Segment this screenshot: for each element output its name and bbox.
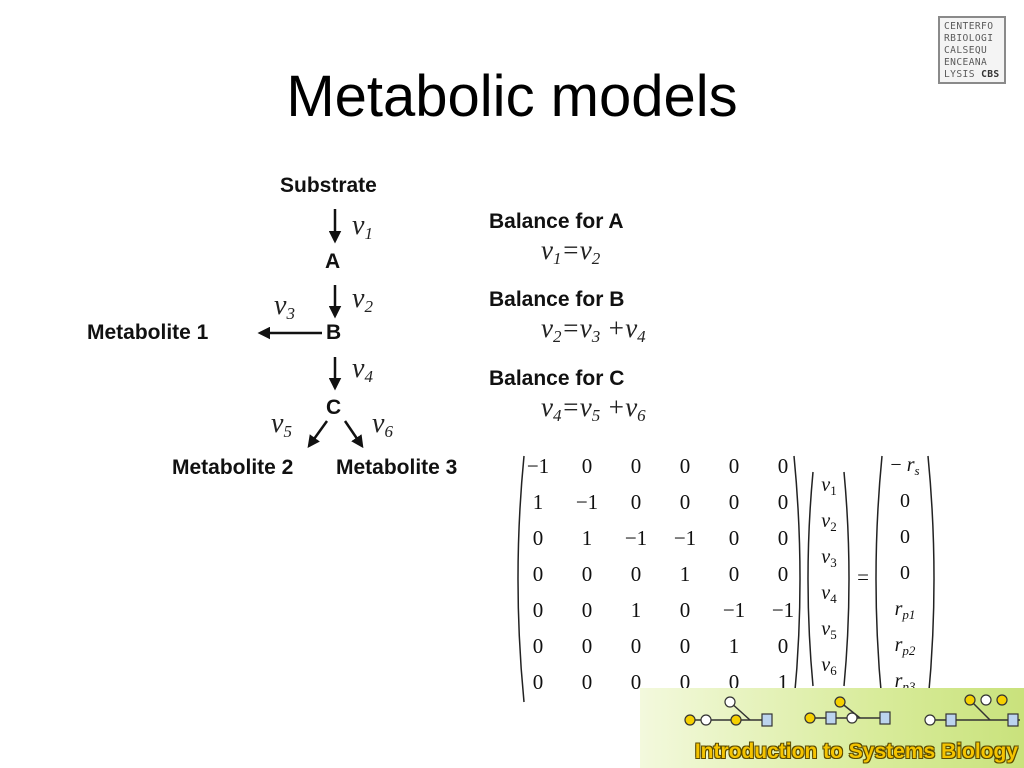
matrix-paren-left	[517, 455, 525, 703]
rate-v2: v2	[352, 283, 373, 316]
matrix-cell: 0	[532, 598, 544, 622]
course-title: Introduction to Systems Biology	[694, 740, 1018, 763]
matrix-cell: 0	[777, 562, 789, 586]
rhs-vector-cell: − rs	[890, 454, 920, 478]
matrix-cell: 1	[630, 598, 642, 622]
rate-v4: v4	[352, 353, 373, 386]
cbs-logo: CENTERFO RBIOLOGI CALSEQU ENCEANA LYSIS …	[938, 16, 1006, 84]
flux-vector-cell: v4	[821, 582, 837, 606]
rhs-vector-cell: 0	[900, 490, 910, 512]
logo-line-4: ENCEANA	[944, 57, 988, 68]
balance-b-heading: Balance for B	[489, 288, 625, 311]
matrix-cell: 0	[679, 670, 691, 694]
stoichiometric-equation: −1 0 0 0 0 0 1 −1 0 0 0 0 0 1 −1 −1 0 0 0 0 0 1 0 0 0 0 1 0 −1 −1 0 0 0 0…	[510, 452, 940, 706]
flux-vector-cell: v2	[821, 510, 837, 534]
matrix-cell: 0	[630, 634, 642, 658]
balance-a-heading: Balance for A	[489, 210, 624, 233]
balance-a-equation: v1=v2	[541, 235, 601, 268]
logo-line-3: CALSEQU	[944, 45, 988, 56]
node-b: B	[326, 321, 342, 344]
flux-vector-cell: v3	[821, 546, 837, 570]
matrix-brackets	[517, 455, 935, 703]
rate-v1: v1	[352, 210, 373, 243]
matrix-cell: 1	[581, 526, 593, 550]
rate-v5: v5	[271, 408, 292, 441]
balance-c-equation: v4=v5 +v6	[541, 392, 646, 425]
matrix-cell: 0	[581, 562, 593, 586]
matrix-cell: 0	[532, 634, 544, 658]
matrix-cell: 0	[679, 634, 691, 658]
matrix-cell: 0	[728, 526, 740, 550]
flux-vector-cell: v1	[821, 474, 837, 498]
arrow-c-metabolite2	[307, 420, 329, 449]
matrix-cell: −1	[575, 490, 599, 514]
node-c: C	[326, 396, 342, 419]
matrix-cell: 1	[679, 562, 691, 586]
course-banner: Introduction to Systems Biology	[640, 688, 1024, 768]
matrix-cell: 0	[679, 454, 691, 478]
matrix-cell: −1	[722, 598, 746, 622]
arrow-c-metabolite3	[343, 420, 364, 449]
node-metabolite1: Metabolite 1	[87, 321, 209, 344]
matrix-cell: 0	[777, 454, 789, 478]
flux-vector-cell: v6	[821, 654, 837, 678]
vector-paren-left	[807, 471, 814, 687]
node-metabolite3: Metabolite 3	[336, 456, 458, 479]
matrix-cell: 0	[777, 490, 789, 514]
matrix-cell: 1	[532, 490, 544, 514]
rhs-vector-cell: 0	[900, 562, 910, 584]
matrix-cell: 0	[777, 634, 789, 658]
matrix-cell: 0	[630, 562, 642, 586]
logo-accent: CBS	[981, 69, 1000, 80]
rate-v3: v3	[274, 290, 295, 323]
matrix-cell: 0	[777, 526, 789, 550]
matrix-cell: 0	[630, 490, 642, 514]
matrix-cell: 0	[581, 670, 593, 694]
matrix-paren-right	[793, 455, 801, 703]
matrix-cell: 0	[532, 526, 544, 550]
matrix-cell: −1	[526, 454, 550, 478]
logo-line-2: RBIOLOGI	[944, 33, 994, 44]
logo-line-5: LYSIS CBS	[944, 69, 1000, 80]
balance-b-equation: v2=v3 +v4	[541, 313, 646, 346]
matrix-cell: 0	[630, 670, 642, 694]
matrix-cell: 0	[728, 490, 740, 514]
matrix-cell: 1	[728, 634, 740, 658]
flux-vector-cell: v5	[821, 618, 837, 642]
matrix-cell: 0	[728, 670, 740, 694]
node-substrate: Substrate	[280, 174, 377, 197]
slide-title: Metabolic models	[286, 64, 738, 129]
matrix-cell: 0	[728, 454, 740, 478]
rhs-paren-left	[875, 455, 883, 703]
balance-c-heading: Balance for C	[489, 367, 625, 390]
matrix-cell: 0	[532, 562, 544, 586]
rhs-vector-cell: rp2	[894, 634, 916, 658]
matrix-cell: 0	[728, 562, 740, 586]
rhs-vector-cell: 0	[900, 526, 910, 548]
rhs-vector-cell: rp1	[894, 598, 916, 622]
logo-line-1: CENTERFO	[944, 21, 994, 32]
node-a: A	[325, 250, 341, 273]
matrix-cell: 0	[581, 598, 593, 622]
matrix-cell: 0	[581, 634, 593, 658]
rate-v6: v6	[372, 408, 393, 441]
matrix-cell: −1	[624, 526, 648, 550]
network-icon	[684, 694, 1020, 727]
matrix-cell: 1	[777, 670, 789, 694]
matrix-cell: 0	[679, 598, 691, 622]
matrix-cell: −1	[771, 598, 795, 622]
vector-paren-right	[843, 471, 850, 687]
matrix-cell: 0	[630, 454, 642, 478]
matrix-cell: 0	[581, 454, 593, 478]
matrix-cell: −1	[673, 526, 697, 550]
rhs-paren-right	[927, 455, 935, 703]
node-metabolite2: Metabolite 2	[172, 456, 294, 479]
equals-sign: =	[857, 565, 869, 589]
matrix-cell: 0	[532, 670, 544, 694]
matrix-cell: 0	[679, 490, 691, 514]
